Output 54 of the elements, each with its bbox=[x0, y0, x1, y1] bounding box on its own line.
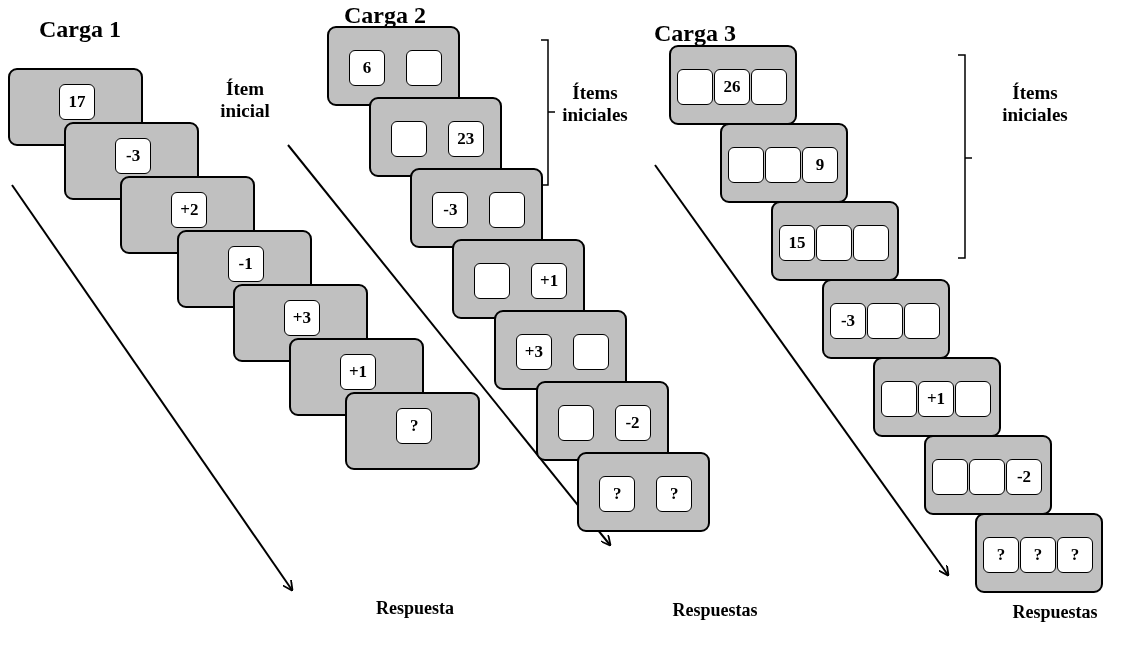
number-tile: -3 bbox=[115, 138, 152, 174]
stimulus-card bbox=[368, 97, 502, 177]
stimulus-card bbox=[924, 435, 1052, 515]
stimulus-card bbox=[873, 357, 1001, 437]
annotation: Respuestas bbox=[1011, 602, 1099, 623]
number-tile: +3 bbox=[283, 300, 320, 336]
stimulus-card bbox=[720, 123, 848, 203]
stimulus-card bbox=[410, 168, 544, 248]
number-tile: ? bbox=[656, 476, 693, 512]
number-tile: +2 bbox=[171, 192, 208, 228]
number-tile: +1 bbox=[918, 381, 954, 417]
empty-tile bbox=[474, 263, 511, 299]
panel-title: Carga 1 bbox=[38, 16, 122, 43]
stimulus-card bbox=[669, 45, 797, 125]
number-tile: +1 bbox=[531, 263, 568, 299]
number-tile: ? bbox=[599, 476, 636, 512]
number-tile: 6 bbox=[349, 50, 385, 86]
stimulus-card bbox=[577, 452, 711, 532]
number-tile: 9 bbox=[802, 147, 838, 183]
number-tile: -2 bbox=[1006, 459, 1042, 495]
number-tile: ? bbox=[396, 408, 433, 444]
empty-tile bbox=[557, 405, 594, 441]
stimulus-card bbox=[822, 279, 950, 359]
stimulus-card bbox=[345, 392, 481, 470]
number-tile: -3 bbox=[432, 192, 469, 228]
annotation: Ítems iniciales bbox=[561, 82, 629, 126]
empty-tile bbox=[489, 192, 526, 228]
number-tile: -2 bbox=[614, 405, 651, 441]
annotation: Ítem inicial bbox=[219, 78, 271, 122]
empty-tile bbox=[390, 121, 427, 157]
stimulus-card bbox=[452, 239, 586, 319]
stimulus-card bbox=[493, 310, 627, 390]
stimulus-card bbox=[771, 201, 899, 281]
number-tile: -1 bbox=[227, 246, 264, 282]
number-tile: 26 bbox=[714, 69, 750, 105]
stimulus-card bbox=[327, 26, 460, 106]
number-tile: ? bbox=[1057, 537, 1093, 573]
number-tile: 15 bbox=[779, 225, 815, 261]
annotation: Ítems iniciales bbox=[1001, 82, 1069, 126]
empty-tile bbox=[572, 334, 609, 370]
number-tile: -3 bbox=[830, 303, 866, 339]
number-tile: 23 bbox=[447, 121, 484, 157]
number-tile: ? bbox=[983, 537, 1019, 573]
stimulus-card bbox=[975, 513, 1103, 593]
annotation: Respuestas bbox=[671, 600, 759, 621]
number-tile: +3 bbox=[515, 334, 552, 370]
panel-title: Carga 2 bbox=[343, 2, 427, 29]
number-tile: +1 bbox=[340, 354, 376, 390]
stimulus-card bbox=[535, 381, 669, 461]
empty-tile bbox=[406, 50, 442, 86]
panel-title: Carga 3 bbox=[653, 20, 737, 47]
number-tile: 17 bbox=[59, 84, 95, 120]
number-tile: ? bbox=[1020, 537, 1056, 573]
annotation: Respuesta bbox=[375, 598, 455, 619]
